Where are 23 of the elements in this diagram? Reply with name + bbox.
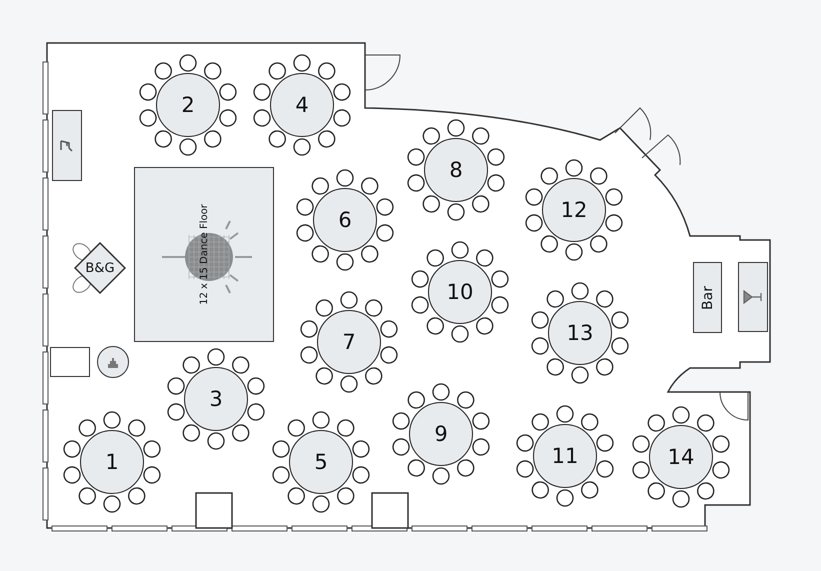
table-number: 8 (449, 158, 463, 182)
table-number: 9 (434, 422, 448, 446)
table-label: B&G (85, 260, 115, 276)
table-number: 3 (209, 387, 223, 411)
side-table (50, 347, 90, 377)
table-number: 5 (314, 450, 328, 474)
table-number: 1 (105, 450, 119, 474)
sweetheart-table (74, 242, 126, 294)
table-number: 2 (181, 93, 195, 117)
table-number: 10 (446, 280, 474, 304)
table-number: 6 (338, 208, 352, 232)
dj-table (52, 110, 82, 181)
table-number: 13 (566, 321, 594, 345)
table-number: 7 (342, 330, 356, 354)
bar-label: Bar (700, 286, 716, 310)
table-number: 4 (295, 93, 309, 117)
table-number: 12 (560, 198, 588, 222)
table-number: 11 (552, 444, 578, 468)
dance-floor (134, 167, 274, 342)
bar-counter (738, 262, 768, 332)
bar-counter (693, 262, 722, 333)
floor-label: 12 x 15 Dance Floor (198, 204, 210, 305)
table-number: 14 (668, 445, 694, 469)
